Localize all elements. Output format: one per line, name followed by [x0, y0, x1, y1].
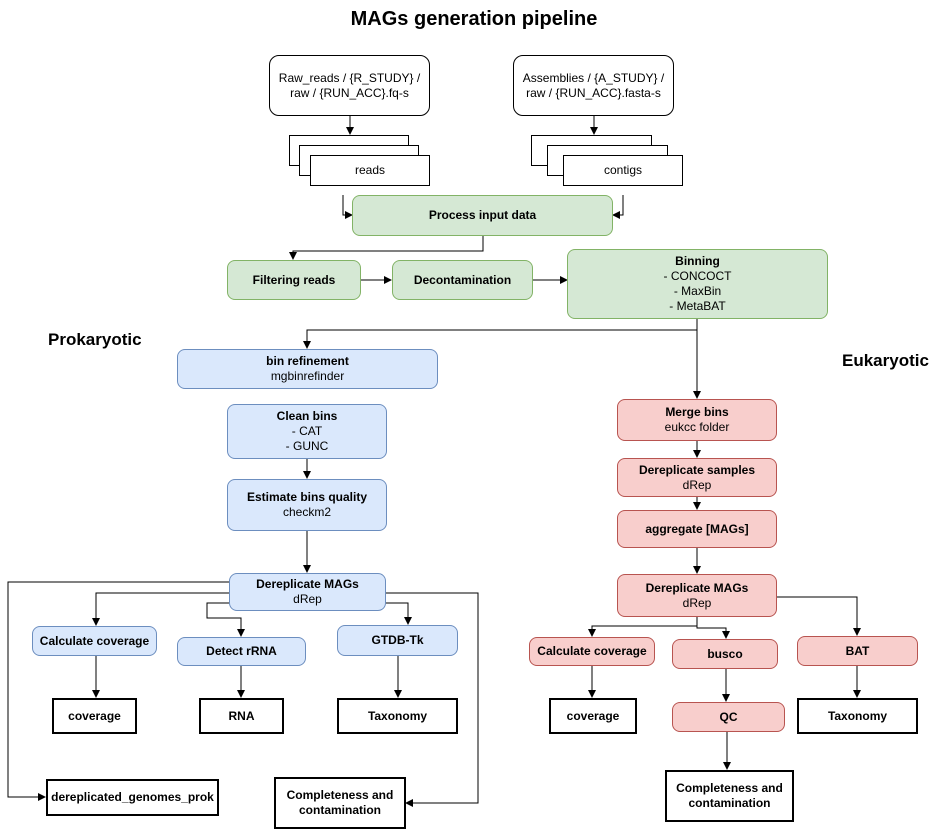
raw-reads-label: Raw_reads / {R_STUDY} / raw / {RUN_ACC}.… — [278, 70, 421, 100]
dereplicate-samples-sub: dRep — [682, 477, 712, 492]
raw-reads-node: Raw_reads / {R_STUDY} / raw / {RUN_ACC}.… — [269, 55, 430, 116]
estimate-quality-title: Estimate bins quality — [246, 490, 368, 504]
binning-title: Binning — [675, 254, 720, 268]
assemblies-node: Assemblies / {A_STUDY} / raw / {RUN_ACC}… — [513, 55, 674, 116]
euk-dereplicate-sub: dRep — [682, 595, 712, 610]
gtdbtk-label: GTDB-Tk — [371, 633, 424, 647]
edge-derep-to-bat — [777, 596, 861, 636]
dereplicate-samples-title: Dereplicate samples — [638, 462, 756, 477]
edge-binning-to-binrefine — [303, 319, 698, 349]
eukaryotic-heading: Eukaryotic — [842, 351, 929, 370]
assemblies-label: Assemblies / {A_STUDY} / raw / {RUN_ACC}… — [522, 70, 665, 100]
gtdbtk-node: GTDB-Tk — [337, 625, 458, 656]
euk-dereplicate-title: Dereplicate MAGs — [645, 580, 749, 595]
euk-coverage-output: coverage — [549, 698, 637, 734]
busco-node: busco — [672, 639, 778, 669]
reads-node: reads — [310, 155, 430, 186]
process-input-node: Process input data — [352, 195, 613, 236]
euk-taxonomy-label: Taxonomy — [827, 708, 888, 723]
euk-completeness-output: Completeness and contamination — [665, 770, 794, 822]
merge-bins-title: Merge bins — [665, 405, 729, 419]
bat-node: BAT — [797, 636, 918, 666]
estimate-quality-node: Estimate bins quality checkm2 — [227, 479, 387, 531]
clean-bins-node: Clean bins - CAT - GUNC — [227, 404, 387, 459]
busco-label: busco — [707, 646, 743, 661]
edge-derep-to-rrna — [206, 602, 245, 637]
prok-coverage-label: coverage — [68, 708, 121, 723]
diagram-title: MAGs generation pipeline — [350, 8, 598, 30]
prok-dereplicate-title: Dereplicate MAGs — [256, 577, 359, 591]
merge-bins-sub: eukcc folder — [664, 420, 730, 434]
prok-calc-coverage-node: Calculate coverage — [32, 626, 157, 656]
qc-node: QC — [672, 702, 785, 732]
qc-label: QC — [719, 709, 738, 724]
aggregate-node: aggregate [MAGs] — [617, 510, 777, 548]
prok-taxonomy-output: Taxonomy — [337, 698, 458, 734]
detect-rrna-label: Detect rRNA — [206, 644, 277, 658]
aggregate-label: aggregate [MAGs] — [645, 521, 749, 536]
edge-derep-to-dereplicated-genomes — [7, 581, 229, 801]
binning-line-metabat: - MetaBAT — [669, 299, 726, 313]
rna-output: RNA — [199, 698, 284, 734]
binning-line-maxbin: - MaxBin — [673, 284, 722, 298]
edge-derep-to-completeness — [386, 592, 479, 807]
prok-completeness-label: Completeness and contamination — [286, 788, 394, 817]
process-input-label: Process input data — [428, 208, 537, 222]
merge-bins-node: Merge bins eukcc folder — [617, 399, 777, 441]
decontamination-node: Decontamination — [392, 260, 533, 300]
contigs-label: contigs — [603, 163, 643, 177]
detect-rrna-node: Detect rRNA — [177, 637, 306, 666]
bin-refinement-sub: mgbinrefinder — [270, 369, 345, 383]
euk-dereplicate-node: Dereplicate MAGs dRep — [617, 574, 777, 617]
binning-node: Binning - CONCOCT - MaxBin - MetaBAT — [567, 249, 828, 319]
contigs-node: contigs — [563, 155, 683, 186]
clean-bins-line-cat: - CAT — [291, 424, 323, 438]
decontamination-label: Decontamination — [413, 272, 512, 287]
prok-coverage-output: coverage — [52, 698, 137, 734]
binning-line-concoct: - CONCOCT — [663, 269, 732, 283]
dereplicated-genomes-label: dereplicated_genomes_prok — [51, 790, 214, 804]
bat-label: BAT — [845, 643, 870, 658]
estimate-quality-sub: checkm2 — [282, 505, 332, 519]
edge-derep-to-calccov — [92, 592, 229, 626]
prokaryotic-heading: Prokaryotic — [48, 330, 142, 349]
edge-contigs-to-process — [612, 195, 624, 219]
bin-refinement-node: bin refinement mgbinrefinder — [177, 349, 438, 389]
prok-calc-coverage-label: Calculate coverage — [39, 633, 150, 648]
edge-process-to-filtering — [289, 236, 484, 260]
euk-calc-coverage-node: Calculate coverage — [529, 637, 655, 666]
euk-completeness-label: Completeness and contamination — [676, 781, 783, 810]
dereplicated-genomes-output: dereplicated_genomes_prok — [46, 779, 219, 816]
prok-taxonomy-label: Taxonomy — [367, 708, 428, 723]
dereplicate-samples-node: Dereplicate samples dRep — [617, 458, 777, 497]
reads-label: reads — [354, 163, 386, 177]
clean-bins-title: Clean bins — [276, 409, 338, 423]
edge-derep-to-calccov-euk — [588, 617, 698, 637]
clean-bins-line-gunc: - GUNC — [285, 439, 329, 453]
prok-dereplicate-sub: dRep — [293, 592, 322, 606]
edge-reads-to-process — [342, 195, 353, 219]
euk-calc-coverage-label: Calculate coverage — [537, 644, 647, 658]
rna-label: RNA — [228, 708, 255, 723]
filtering-node: Filtering reads — [227, 260, 361, 300]
prok-completeness-output: Completeness and contamination — [274, 777, 406, 829]
euk-taxonomy-output: Taxonomy — [797, 698, 918, 734]
bin-refinement-title: bin refinement — [266, 354, 349, 368]
edge-derep-to-gtdb — [386, 602, 412, 625]
euk-coverage-label: coverage — [566, 708, 620, 723]
prok-dereplicate-node: Dereplicate MAGs dRep — [229, 573, 386, 611]
edge-derep-to-busco — [696, 617, 730, 639]
filtering-label: Filtering reads — [252, 272, 336, 287]
